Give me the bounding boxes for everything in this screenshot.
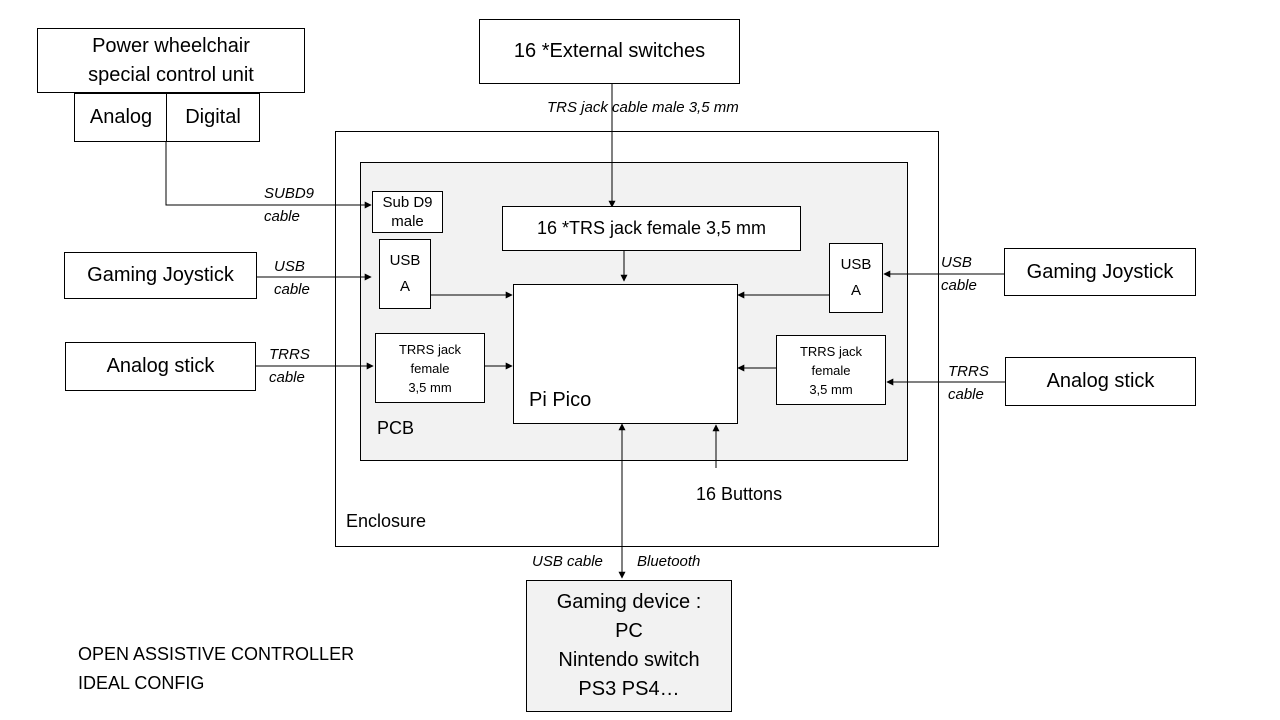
subd9-wire <box>165 141 372 209</box>
gaming-device-line1: Gaming device : <box>556 591 702 613</box>
wheelchair-control-unit: Power wheelchair special control unit <box>37 28 305 93</box>
digital-port-label: Digital <box>185 106 241 128</box>
subd9-port-line2: male <box>391 213 424 230</box>
gaming-joystick-right: Gaming Joystick <box>1004 248 1196 296</box>
usb-port-right-line2: A <box>850 282 861 299</box>
usb-port-left-line2: A <box>399 278 410 295</box>
trrs-cable-right-line1: TRRS <box>948 363 989 380</box>
trrs-right-line2: female <box>811 362 851 378</box>
trrs-cable-right-label: TRRS cable <box>948 360 989 406</box>
usb-cable-right-label: USB cable <box>941 251 977 297</box>
analog-stick-left-label: Analog stick <box>106 355 215 377</box>
gaming-joystick-left: Gaming Joystick <box>64 252 257 299</box>
usb-port-left-line1: USB <box>389 252 421 269</box>
bluetooth-label: Bluetooth <box>637 553 701 570</box>
analog-port-box: Analog <box>74 93 168 142</box>
usb-port-left: USB A <box>379 239 431 309</box>
analog-stick-right-label: Analog stick <box>1046 370 1155 392</box>
trrs-cable-left-line2: cable <box>269 369 305 386</box>
wheelchair-unit-line2: special control unit <box>88 63 254 86</box>
gaming-joystick-left-label: Gaming Joystick <box>87 264 234 286</box>
trrs-cable-left-label: TRRS cable <box>269 343 310 389</box>
trrs-right-line1: TRRS jack <box>799 343 863 359</box>
wheelchair-unit-line1: Power wheelchair <box>92 34 250 57</box>
analog-port-label: Analog <box>89 106 153 128</box>
gaming-device-line3: Nintendo switch <box>558 649 700 671</box>
trs-female-box: 16 *TRS jack female 3,5 mm <box>502 206 801 251</box>
analog-stick-left: Analog stick <box>65 342 256 391</box>
subd9-cable-line1: SUBD9 <box>264 185 315 202</box>
pi-pico-label: Pi Pico <box>529 389 592 411</box>
caption-line1: OPEN ASSISTIVE CONTROLLER <box>78 644 355 664</box>
subd9-cable-line2: cable <box>264 208 300 225</box>
trs-female-label: 16 *TRS jack female 3,5 mm <box>536 218 767 238</box>
trrs-left-line2: female <box>410 360 450 376</box>
trs-cable-label: TRS jack cable male 3,5 mm <box>547 99 739 116</box>
trrs-port-left: TRRS jack female 3,5 mm <box>375 333 485 403</box>
trrs-left-line3: 3,5 mm <box>408 379 452 395</box>
usb-cable-left-label: USB cable <box>274 255 310 301</box>
trrs-left-line1: TRRS jack <box>398 341 462 357</box>
usb-port-right-line1: USB <box>840 256 872 273</box>
usb-cable-left-line2: cable <box>274 281 310 298</box>
usb-cable-right-line1: USB <box>941 254 972 271</box>
usb-cable-bottom-label: USB cable <box>532 553 603 570</box>
subd9-port: Sub D9 male <box>372 191 443 233</box>
gaming-device-line2: PC <box>615 620 643 642</box>
gaming-joystick-right-label: Gaming Joystick <box>1026 260 1174 283</box>
subd9-port-line1: Sub D9 <box>382 194 433 211</box>
pi-pico-box: Pi Pico <box>513 284 738 424</box>
buttons-label: 16 Buttons <box>696 484 783 504</box>
diagram-caption: OPEN ASSISTIVE CONTROLLER IDEAL CONFIG <box>78 640 354 698</box>
gaming-device-box: Gaming device : PC Nintendo switch PS3 P… <box>526 580 732 712</box>
analog-stick-right: Analog stick <box>1005 357 1196 406</box>
gaming-device-line4: PS3 PS4… <box>578 678 680 700</box>
trrs-cable-right-line2: cable <box>948 386 984 403</box>
usb-port-right: USB A <box>829 243 883 313</box>
external-switches-label: 16 *External switches <box>513 40 706 62</box>
usb-cable-right-line2: cable <box>941 277 977 294</box>
trrs-port-right: TRRS jack female 3,5 mm <box>776 335 886 405</box>
usb-cable-left-line1: USB <box>274 258 305 275</box>
external-switches-box: 16 *External switches <box>479 19 740 84</box>
enclosure-label: Enclosure <box>346 511 427 531</box>
subd9-cable-label: SUBD9 cable <box>264 182 314 228</box>
caption-line2: IDEAL CONFIG <box>78 673 205 693</box>
trrs-right-line3: 3,5 mm <box>809 381 853 397</box>
trrs-cable-left-line1: TRRS <box>269 346 310 363</box>
digital-port-box: Digital <box>166 93 260 142</box>
pcb-label: PCB <box>377 418 415 438</box>
